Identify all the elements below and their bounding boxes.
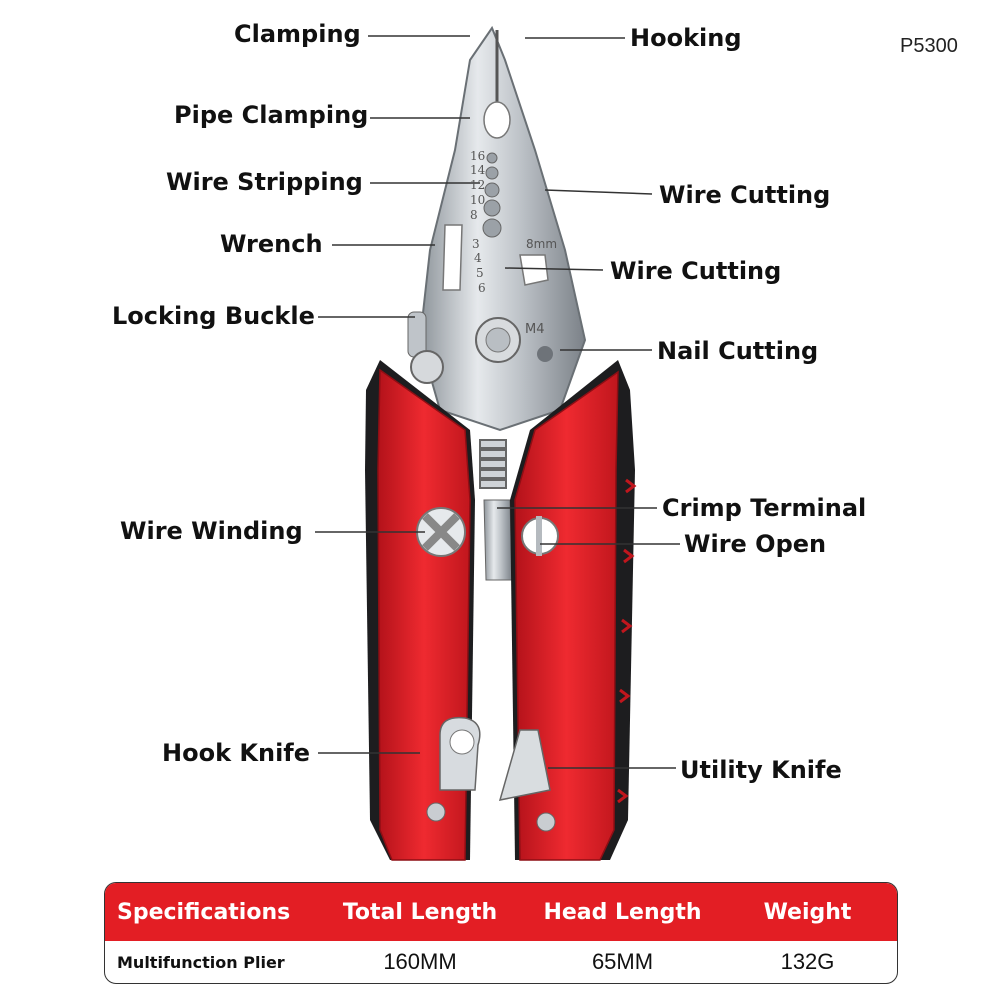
size-mark: 8mm	[526, 237, 557, 251]
spec-table: Specifications Total Length Head Length …	[104, 882, 898, 984]
gauge-14: 14	[470, 163, 486, 177]
gauge-10: 10	[470, 193, 485, 207]
gauge-5: 5	[476, 266, 484, 280]
label-utility-knife: Utility Knife	[680, 756, 842, 784]
plier-head	[418, 25, 587, 432]
label-wire-open: Wire Open	[684, 530, 827, 558]
label-wrench: Wrench	[220, 230, 323, 258]
spec-header-total-length: Total Length	[342, 899, 498, 925]
label-locking-buckle: Locking Buckle	[112, 302, 315, 330]
label-wire-winding: Wire Winding	[120, 517, 303, 545]
gauge-12: 12	[470, 178, 485, 192]
gauge-6: 6	[478, 281, 486, 295]
crimp-terminal-blade	[483, 499, 513, 581]
gauge-markings: 16 14 12 10 8 3 4 5 6 8mm M4	[470, 149, 557, 337]
label-wire-stripping: Wire Stripping	[166, 168, 363, 196]
label-hooking: Hooking	[630, 24, 742, 52]
label-hook-knife: Hook Knife	[162, 739, 311, 767]
spec-weight: 132G	[780, 949, 835, 974]
locking-buckle-part	[407, 311, 444, 384]
spring	[479, 439, 507, 489]
spec-total-length: 160MM	[383, 949, 457, 974]
left-handle	[365, 360, 481, 861]
screw-mark: M4	[525, 322, 545, 337]
label-clamping: Clamping	[234, 20, 361, 48]
right-handle	[498, 360, 637, 861]
spec-header-head-length: Head Length	[543, 899, 702, 925]
gauge-16: 16	[470, 149, 485, 163]
spec-data-row: Multifunction Plier 160MM 65MM 132G	[105, 941, 897, 983]
label-crimp-terminal: Crimp Terminal	[662, 494, 867, 522]
label-nail-cutting: Nail Cutting	[657, 337, 819, 365]
callout-lines	[315, 35, 680, 769]
label-wire-cutting-upper: Wire Cutting	[659, 181, 831, 209]
spec-header-row: Specifications Total Length Head Length …	[105, 883, 897, 941]
gauge-4: 4	[474, 251, 482, 265]
gauge-8: 8	[470, 208, 478, 222]
model-number: P5300	[900, 35, 958, 57]
spec-head-length: 65MM	[591, 949, 654, 974]
label-wire-cutting-lower: Wire Cutting	[610, 257, 782, 285]
gauge-3: 3	[472, 237, 480, 251]
label-pipe-clamping: Pipe Clamping	[174, 101, 369, 129]
spec-header-weight: Weight	[763, 899, 852, 925]
spec-product-name: Multifunction Plier	[117, 952, 285, 972]
spec-header-specifications: Specifications	[117, 899, 291, 925]
